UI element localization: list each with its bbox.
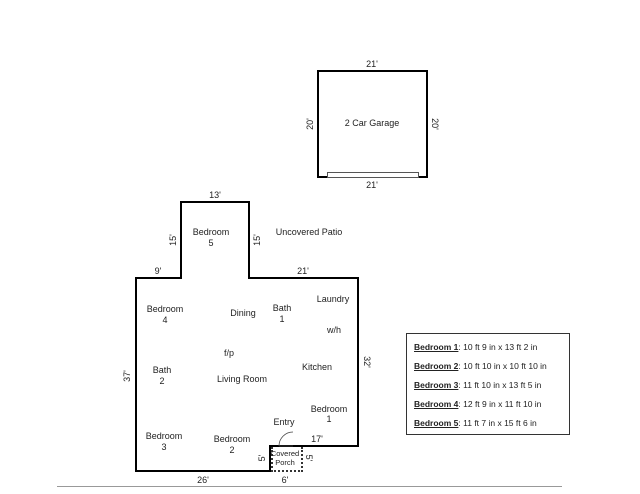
wall-bed5-right <box>248 201 250 279</box>
wall-bottom-left <box>135 470 271 472</box>
garage-dim-left: 20' <box>305 118 315 130</box>
room-porch-name-2: Porch <box>275 458 295 467</box>
legend-key: Bedroom 5 <box>414 418 459 428</box>
dim-right-step: 21' <box>297 266 309 276</box>
legend-value: : 12 ft 9 in x 11 ft 10 in <box>458 399 542 409</box>
room-bedroom-4-name: Bedroom <box>146 304 184 314</box>
garage-wall-right <box>426 70 428 178</box>
legend-row-3: Bedroom 3: 11 ft 10 in x 13 ft 5 in <box>414 380 541 390</box>
legend-row-1: Bedroom 1: 10 ft 9 in x 13 ft 2 in <box>414 342 537 352</box>
room-uncovered-patio: Uncovered Patio <box>275 227 343 237</box>
garage-wall-top <box>317 70 428 72</box>
room-laundry: Laundry <box>316 294 350 304</box>
room-porch-name: Covered <box>270 449 300 458</box>
room-bath-1-name: Bath <box>272 303 292 313</box>
legend-value: : 11 ft 7 in x 15 ft 6 in <box>458 418 537 428</box>
legend-value: : 10 ft 9 in x 13 ft 2 in <box>458 342 538 352</box>
dim-entry-right: 17' <box>311 434 323 444</box>
legend-key: Bedroom 1 <box>414 342 459 352</box>
legend-row-2: Bedroom 2: 10 ft 10 in x 10 ft 10 in <box>414 361 547 371</box>
legend-key: Bedroom 4 <box>414 399 459 409</box>
garage-dim-top: 21' <box>366 59 378 69</box>
room-kitchen: Kitchen <box>301 362 333 372</box>
dim-bottom-left: 26' <box>197 475 209 485</box>
dim-porch-left: 5' <box>257 454 267 462</box>
entry-door-swing-icon <box>278 431 294 447</box>
covered-porch <box>271 447 303 472</box>
wall-bed5-left <box>180 201 182 279</box>
garage-dim-bottom: 21' <box>366 180 378 190</box>
dim-bed5-right: 15' <box>252 234 262 246</box>
room-dining: Dining <box>230 308 256 318</box>
room-bath-2-number: 2 <box>159 376 165 386</box>
dim-right-side: 32' <box>362 356 372 368</box>
dim-bottom-porch: 6' <box>281 475 289 485</box>
room-bedroom-3-name: Bedroom <box>145 431 183 441</box>
room-bedroom-1-name: Bedroom <box>310 404 348 414</box>
room-bedroom-4-number: 4 <box>162 315 168 325</box>
room-bath-2-name: Bath <box>152 365 172 375</box>
room-entry: Entry <box>273 417 295 427</box>
garage-dim-right: 20' <box>430 118 440 130</box>
fireplace: f/p <box>223 348 235 358</box>
garage-wall-left <box>317 70 319 178</box>
dim-bed5-top: 13' <box>209 190 221 200</box>
room-bedroom-5-number: 5 <box>208 238 214 248</box>
room-bedroom-3-number: 3 <box>161 442 167 452</box>
room-bedroom-5-name: Bedroom <box>192 227 230 237</box>
wall-right-step <box>248 277 359 279</box>
room-living-room: Living Room <box>216 374 268 384</box>
garage-door <box>327 172 419 178</box>
water-heater: w/h <box>326 325 342 335</box>
wall-left-side <box>135 277 137 472</box>
wall-bed5-top <box>180 201 250 203</box>
legend-value: : 10 ft 10 in x 10 ft 10 in <box>458 361 547 371</box>
legend-key: Bedroom 2 <box>414 361 459 371</box>
wall-entry-bottom <box>269 445 359 447</box>
room-bedroom-1-number: 1 <box>326 414 332 424</box>
garage-label: 2 Car Garage <box>344 118 400 128</box>
wall-porch-inner-left <box>269 445 271 472</box>
bedroom-size-legend: Bedroom 1: 10 ft 9 in x 13 ft 2 in Bedro… <box>406 333 570 435</box>
room-bedroom-2-name: Bedroom <box>213 434 251 444</box>
room-bath-1-number: 1 <box>279 314 285 324</box>
bottom-divider <box>57 486 562 487</box>
dim-porch-right: 5' <box>304 454 314 462</box>
dim-bed5-left: 15' <box>168 234 178 246</box>
legend-key: Bedroom 3 <box>414 380 459 390</box>
dim-left-side: 37' <box>122 370 132 382</box>
wall-right-side <box>357 277 359 447</box>
legend-value: : 11 ft 10 in x 13 ft 5 in <box>458 380 542 390</box>
legend-row-5: Bedroom 5: 11 ft 7 in x 15 ft 6 in <box>414 418 537 428</box>
legend-row-4: Bedroom 4: 12 ft 9 in x 11 ft 10 in <box>414 399 541 409</box>
dim-left-step: 9' <box>154 266 162 276</box>
wall-left-step <box>135 277 182 279</box>
room-bedroom-2-number: 2 <box>229 445 235 455</box>
